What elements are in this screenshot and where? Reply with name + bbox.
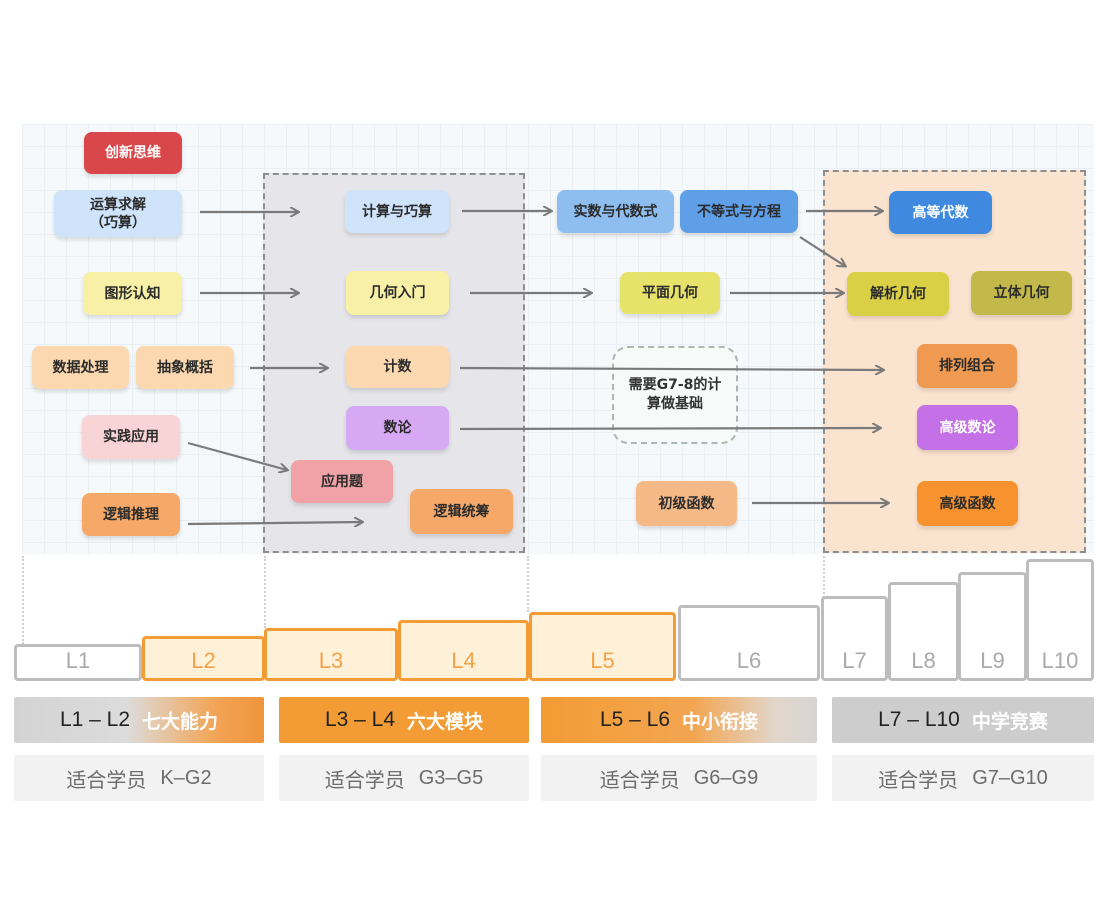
- stage-band-range: L3 – L4: [324, 708, 396, 731]
- node-pailie-zuhe: 排列组合: [917, 344, 1017, 388]
- node-luoji-tuili: 逻辑推理: [82, 493, 180, 536]
- audience-label: 适合学员: [324, 767, 405, 792]
- node-jishu: 计数: [346, 346, 449, 388]
- node-chuji-hanshu: 初级函数: [636, 481, 737, 526]
- node-budengshi-fangcheng: 不等式与方程: [680, 190, 798, 233]
- stage-band-name: 六大模块: [407, 710, 484, 733]
- node-shishu-daishushi: 实数与代数式: [557, 190, 674, 233]
- audience-label: 适合学员: [599, 767, 680, 792]
- node-tuxing-renzhi: 图形认知: [83, 272, 182, 315]
- level-step-l6: L6: [678, 605, 820, 681]
- node-shijian-yingyong: 实践应用: [82, 415, 180, 459]
- level-step-l3: L3: [264, 628, 398, 681]
- stage-band-name: 中学竞赛: [971, 710, 1048, 733]
- guide-line: [264, 556, 266, 628]
- node-chouxiang-gaikuo: 抽象概括: [136, 346, 234, 389]
- node-jihe-rumen: 几何入门: [346, 271, 449, 315]
- arrow-luoji-tongchou: [187, 522, 362, 524]
- node-luoji-tongchou: 逻辑统筹: [410, 489, 513, 534]
- node-shuju-chuli: 数据处理: [32, 346, 129, 389]
- guide-line: [823, 556, 825, 598]
- stage-band-l7-l10: L7 – L10 中学竞赛: [832, 697, 1094, 743]
- stage-band-l3-l4: L3 – L4 六大模块: [279, 697, 529, 743]
- node-gaoji-shulun: 高级数论: [917, 405, 1018, 450]
- node-jiexi-jihe: 解析几何: [847, 272, 949, 316]
- node-gaoji-hanshu: 高级函数: [917, 481, 1018, 526]
- audience-grades: G6–G9: [693, 766, 759, 789]
- node-yunsuan-qiusuan: 运算求解 （巧算）: [54, 190, 182, 237]
- node-shulun: 数论: [346, 406, 449, 450]
- guide-line: [527, 556, 529, 612]
- audience-g3-g5: 适合学员 G3–G5: [279, 755, 529, 801]
- stage-band-range: L5 – L6: [599, 708, 671, 731]
- arrow-jishu-pailie: [459, 368, 883, 370]
- node-gaodeng-daishu: 高等代数: [889, 191, 992, 234]
- node-chuangxin-siwei: 创新思维: [84, 132, 182, 174]
- guide-line: [22, 556, 24, 644]
- audience-label: 适合学员: [878, 767, 959, 792]
- node-liti-jihe: 立体几何: [971, 271, 1072, 315]
- level-step-l4: L4: [398, 620, 529, 681]
- level-step-l10: L10: [1026, 559, 1094, 681]
- level-step-l5: L5: [529, 612, 676, 681]
- stage-band-name: 七大能力: [142, 710, 219, 733]
- level-step-l9: L9: [958, 572, 1027, 681]
- audience-g7-g10: 适合学员 G7–G10: [832, 755, 1094, 801]
- level-step-l7: L7: [821, 596, 888, 681]
- audience-g6-g9: 适合学员 G6–G9: [541, 755, 817, 801]
- audience-grades: K–G2: [160, 766, 212, 789]
- stage-band-l5-l6: L5 – L6 中小衔接: [541, 697, 817, 743]
- stage-band-name: 中小衔接: [682, 710, 759, 733]
- arrow-budengshi-jiexi: [799, 236, 845, 266]
- audience-grades: G7–G10: [972, 766, 1048, 789]
- node-pingmian-jihe: 平面几何: [620, 272, 720, 314]
- level-step-l1: L1: [14, 644, 142, 681]
- stage-band-l1-l2: L1 – L2 七大能力: [14, 697, 264, 743]
- audience-k-g2: 适合学员 K–G2: [14, 755, 264, 801]
- audience-label: 适合学员: [66, 767, 147, 792]
- level-step-l8: L8: [888, 582, 959, 681]
- level-step-l2: L2: [142, 636, 265, 681]
- note-text: 需要G7-8的计算做基础: [628, 377, 722, 412]
- node-jisuan-qiaosuan: 计算与巧算: [345, 190, 449, 233]
- stage-band-range: L1 – L2: [59, 708, 131, 731]
- audience-grades: G3–G5: [418, 766, 484, 789]
- arrow-shijian-yingyongti: [187, 441, 287, 470]
- node-yingyongti: 应用题: [291, 460, 393, 503]
- stage-band-range: L7 – L10: [878, 708, 960, 731]
- arrow-shulun-gaojishulun: [459, 428, 880, 429]
